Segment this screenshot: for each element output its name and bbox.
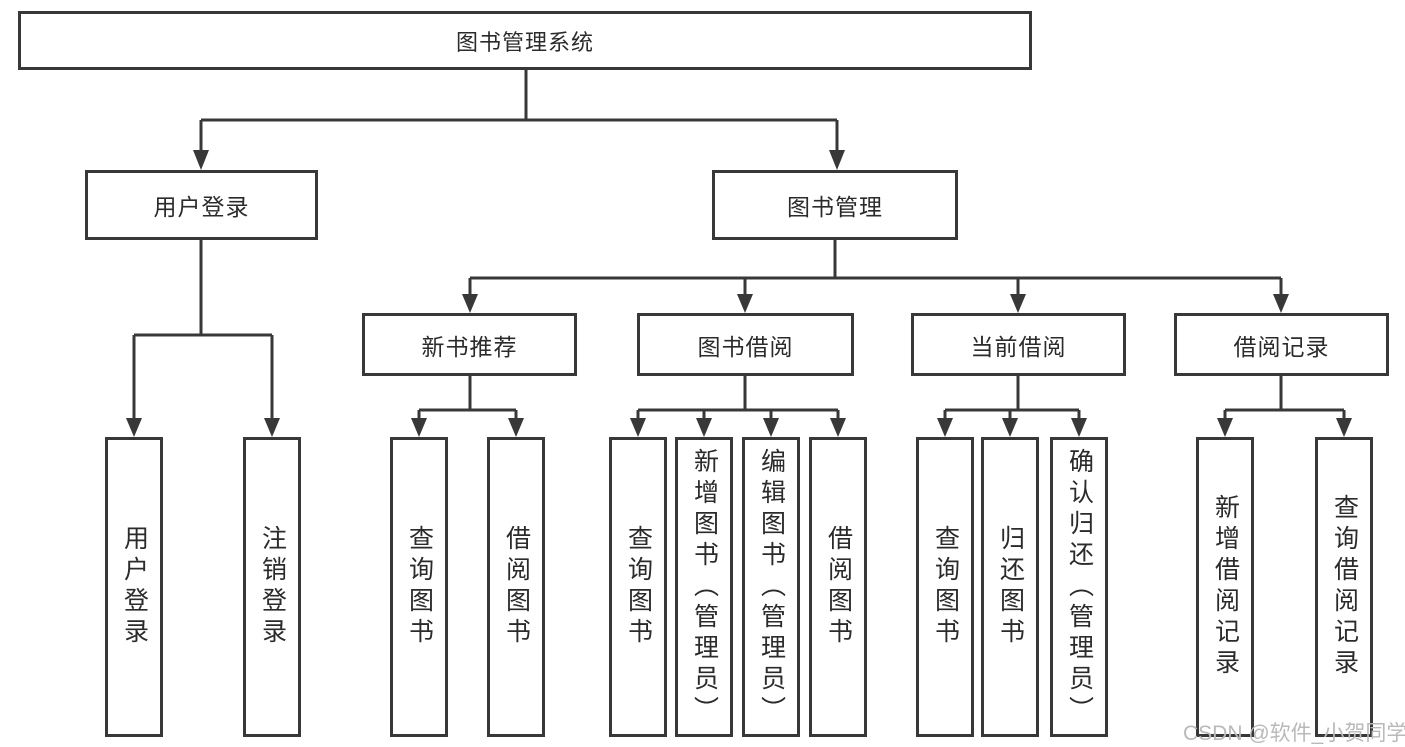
- new-book-branch-connector: [411, 376, 524, 437]
- node-user-login: 用户登录: [85, 170, 318, 240]
- arrowhead-icon: [630, 418, 646, 437]
- book-borrowing-branch-connector: [630, 376, 846, 437]
- node-query-borrow-record: 查询借阅记录: [1315, 437, 1373, 737]
- node-book-borrowing: 图书借阅: [637, 313, 854, 376]
- arrowhead-icon: [1217, 418, 1233, 437]
- user-login-branch-connector: [126, 240, 280, 437]
- node-label: 借阅记录: [1233, 333, 1330, 360]
- node-query-books-1: 查询图书: [390, 437, 448, 737]
- arrowhead-icon: [462, 294, 478, 313]
- node-label: 编辑图书（管理员）: [757, 447, 786, 727]
- node-label: 新增借阅记录: [1211, 494, 1240, 680]
- node-label: 借阅图书: [824, 525, 853, 649]
- arrowhead-icon: [1071, 418, 1087, 437]
- node-label: 新书推荐: [421, 333, 518, 360]
- node-query-books-2: 查询图书: [609, 437, 667, 737]
- current-borrowing-branch-connector: [937, 376, 1087, 437]
- node-label: 新增图书（管理员）: [690, 447, 719, 727]
- node-query-books-3: 查询图书: [916, 437, 974, 737]
- node-book-management: 图书管理: [712, 170, 958, 240]
- arrowhead-icon: [1336, 418, 1352, 437]
- node-label: 确认归还（管理员）: [1065, 447, 1094, 727]
- arrowhead-icon: [696, 418, 712, 437]
- borrowing-records-branch-connector: [1217, 376, 1352, 437]
- node-label: 归还图书: [996, 525, 1025, 649]
- node-label: 查询图书: [405, 525, 434, 649]
- node-return-books: 归还图书: [981, 437, 1039, 737]
- arrowhead-icon: [1010, 294, 1026, 313]
- arrowhead-icon: [1002, 418, 1018, 437]
- node-current-borrowing: 当前借阅: [911, 313, 1126, 376]
- arrowhead-icon: [1273, 294, 1289, 313]
- node-label: 注销登录: [258, 525, 287, 649]
- arrowhead-icon: [737, 294, 753, 313]
- arrowhead-icon: [763, 418, 779, 437]
- arrowhead-icon: [830, 418, 846, 437]
- arrowhead-icon: [264, 418, 280, 437]
- arrowhead-icon: [126, 418, 142, 437]
- node-library-management-system: 图书管理系统: [18, 11, 1032, 70]
- arrowhead-icon: [829, 150, 845, 170]
- node-borrow-books-1: 借阅图书: [487, 437, 545, 737]
- node-user-login-leaf: 用户登录: [105, 437, 163, 737]
- book-management-branch-connector: [462, 240, 1289, 313]
- node-add-borrow-record: 新增借阅记录: [1196, 437, 1254, 737]
- node-label: 查询图书: [624, 525, 653, 649]
- node-label: 图书管理: [787, 194, 883, 220]
- node-label: 当前借阅: [970, 333, 1067, 360]
- node-edit-books-admin: 编辑图书（管理员）: [742, 437, 800, 737]
- watermark: CSDN @软件_小贺同学: [1183, 722, 1405, 745]
- node-label: 用户登录: [153, 194, 250, 220]
- node-label: 借阅图书: [502, 525, 531, 649]
- node-label: 查询图书: [931, 525, 960, 649]
- node-borrowing-records: 借阅记录: [1174, 313, 1389, 376]
- arrowhead-icon: [411, 418, 427, 437]
- node-confirm-return-admin: 确认归还（管理员）: [1050, 437, 1108, 737]
- arrowhead-icon: [193, 150, 209, 170]
- node-label: 图书管理系统: [455, 29, 594, 55]
- node-label: 图书借阅: [697, 333, 794, 360]
- node-new-book-recommendation: 新书推荐: [362, 313, 577, 376]
- arrowhead-icon: [937, 418, 953, 437]
- node-label: 用户登录: [120, 525, 149, 649]
- node-logout-leaf: 注销登录: [243, 437, 301, 737]
- node-label: 查询借阅记录: [1330, 494, 1359, 680]
- node-borrow-books-2: 借阅图书: [809, 437, 867, 737]
- node-add-books-admin: 新增图书（管理员）: [675, 437, 733, 737]
- root-to-level2-connector: [193, 70, 845, 170]
- arrowhead-icon: [508, 418, 524, 437]
